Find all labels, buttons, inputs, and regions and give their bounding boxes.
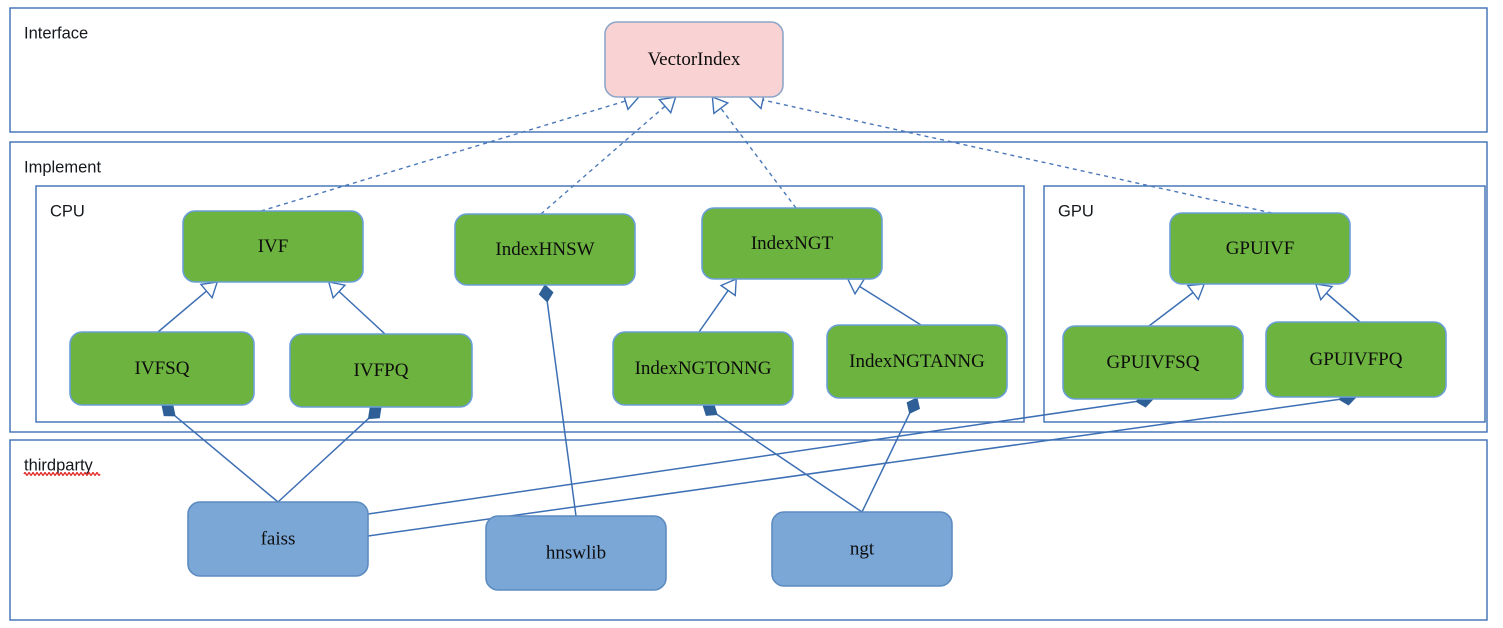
node-box-indexhnsw[interactable]: [454, 213, 636, 286]
node-label-ivfsq: IVFSQ: [135, 358, 190, 379]
hollow-triangle-arrowhead-icon: [719, 277, 737, 297]
group-label-thirdparty: thirdparty: [24, 456, 94, 474]
edge-line-inheritance: [1325, 292, 1361, 323]
group-label-gpu: GPU: [1058, 202, 1094, 220]
node-box-vectorindex[interactable]: [604, 21, 784, 98]
node-faiss[interactable]: faiss: [187, 501, 369, 577]
node-label-vectorindex: VectorIndex: [648, 49, 741, 70]
hollow-triangle-arrowhead-icon: [327, 281, 347, 300]
node-label-gpuivfsq: GPUIVFSQ: [1107, 352, 1200, 373]
hollow-triangle-arrowhead-icon: [199, 281, 219, 300]
edge-hnswlib-to-indexhnsw: [538, 284, 577, 517]
edge-faiss-to-ivfpq: [277, 406, 382, 503]
edge-indexngtonng-to-indexngt: [698, 277, 737, 333]
edge-line-inheritance: [698, 290, 729, 333]
node-ivfpq[interactable]: IVFPQ: [289, 333, 473, 408]
hollow-triangle-arrowhead-icon: [1314, 283, 1334, 302]
node-box-ivfsq[interactable]: [69, 331, 255, 406]
edge-ivfpq-to-ivf: [327, 281, 386, 335]
node-box-hnswlib[interactable]: [485, 515, 667, 591]
hollow-triangle-arrowhead-icon: [657, 96, 677, 115]
edge-line-composition: [861, 412, 911, 513]
node-label-faiss: faiss: [261, 528, 296, 549]
filled-diamond-arrowhead-icon: [367, 406, 382, 420]
edges-layer: [157, 90, 1361, 537]
filled-diamond-arrowhead-icon: [161, 404, 176, 417]
node-label-gpuivfpq: GPUIVFPQ: [1310, 349, 1403, 370]
node-indexngtanng[interactable]: IndexNGTANNG: [826, 324, 1008, 399]
node-ngt[interactable]: ngt: [771, 511, 953, 587]
node-indexngt[interactable]: IndexNGT: [701, 207, 883, 280]
edge-indexhnsw-to-vectorindex: [540, 96, 677, 215]
edge-line-composition: [546, 301, 577, 517]
edge-gpuivfpq-to-gpuivf: [1314, 283, 1361, 323]
node-label-indexngtonng: IndexNGTONNG: [635, 358, 772, 379]
node-label-indexngt: IndexNGT: [751, 233, 834, 254]
edge-ngt-to-indexngtanng: [861, 397, 921, 513]
node-box-gpuivf[interactable]: [1169, 212, 1351, 285]
spellcheck-underline-icon: [23, 472, 101, 476]
group-label-interface: Interface: [24, 24, 88, 42]
node-box-indexngtonng[interactable]: [612, 331, 794, 406]
node-box-gpuivfpq[interactable]: [1265, 321, 1447, 398]
node-gpuivfsq[interactable]: GPUIVFSQ: [1062, 325, 1244, 400]
node-hnswlib[interactable]: hnswlib: [485, 515, 667, 591]
edge-line-composition: [277, 417, 370, 503]
group-label-implement: Implement: [24, 158, 101, 176]
edge-line-composition: [716, 413, 863, 513]
node-label-ivf: IVF: [258, 236, 289, 257]
node-vectorindex[interactable]: VectorIndex: [604, 21, 784, 98]
node-indexngtonng[interactable]: IndexNGTONNG: [612, 331, 794, 406]
node-label-indexhnsw: IndexHNSW: [495, 239, 594, 260]
node-gpuivfpq[interactable]: GPUIVFPQ: [1265, 321, 1447, 398]
edge-line-inheritance: [338, 290, 386, 335]
node-label-hnswlib: hnswlib: [546, 542, 606, 563]
filled-diamond-arrowhead-icon: [906, 397, 921, 415]
edge-line-realization: [720, 107, 797, 209]
node-ivfsq[interactable]: IVFSQ: [69, 331, 255, 406]
edge-line-composition: [367, 398, 1340, 537]
edge-line-composition: [367, 400, 1137, 515]
hollow-triangle-arrowhead-icon: [711, 95, 730, 115]
edge-ivfsq-to-ivf: [157, 281, 219, 333]
node-label-indexngtanng: IndexNGTANNG: [849, 351, 985, 372]
edge-indexngt-to-vectorindex: [711, 95, 797, 209]
edge-line-inheritance: [1148, 291, 1194, 327]
node-box-ngt[interactable]: [771, 511, 953, 587]
node-box-gpuivfsq[interactable]: [1062, 325, 1244, 400]
node-ivf[interactable]: IVF: [182, 210, 364, 283]
node-box-faiss[interactable]: [187, 501, 369, 577]
node-box-indexngt[interactable]: [701, 207, 883, 280]
edge-line-inheritance: [157, 290, 207, 333]
node-label-gpuivf: GPUIVF: [1226, 238, 1295, 259]
node-box-ivf[interactable]: [182, 210, 364, 283]
filled-diamond-arrowhead-icon: [538, 284, 554, 303]
node-box-indexngtanng[interactable]: [826, 324, 1008, 399]
node-indexhnsw[interactable]: IndexHNSW: [454, 213, 636, 286]
group-label-cpu: CPU: [50, 202, 85, 220]
edge-line-inheritance: [859, 285, 922, 326]
node-box-ivfpq[interactable]: [289, 333, 473, 408]
edge-line-realization: [762, 99, 1273, 214]
node-gpuivf[interactable]: GPUIVF: [1169, 212, 1351, 285]
edge-line-realization: [540, 105, 666, 215]
node-label-ivfpq: IVFPQ: [354, 360, 409, 381]
node-label-ngt: ngt: [850, 538, 875, 559]
edge-line-composition: [174, 415, 279, 503]
edge-faiss-to-ivfsq: [161, 404, 279, 503]
